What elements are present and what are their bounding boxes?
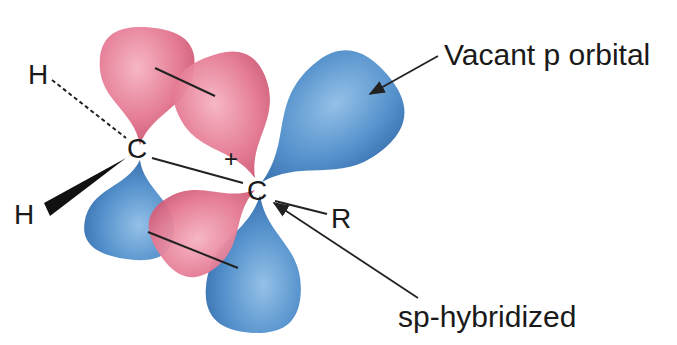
orbital-lobes (80, 23, 423, 336)
orbital-lobe (162, 40, 299, 196)
leader-line (370, 56, 438, 94)
callout-label: Vacant p orbital (444, 38, 650, 71)
atom-label: C (247, 176, 267, 207)
atom-label: C (127, 134, 147, 165)
hashed-bond (52, 80, 126, 138)
atom-label: H (14, 200, 34, 231)
carbon-r-bond (275, 201, 327, 214)
charge-label: + (224, 146, 238, 172)
callout-label: sp-hybridized (398, 300, 576, 333)
bond-lines (44, 56, 438, 298)
orbital-lobe (136, 155, 279, 290)
atom-label: R (331, 204, 351, 235)
pi-overlap-line (155, 68, 215, 96)
leader-line (274, 203, 418, 298)
atom-label: H (28, 60, 48, 91)
wedge-bond (44, 158, 126, 216)
pi-overlap-line (148, 232, 238, 268)
